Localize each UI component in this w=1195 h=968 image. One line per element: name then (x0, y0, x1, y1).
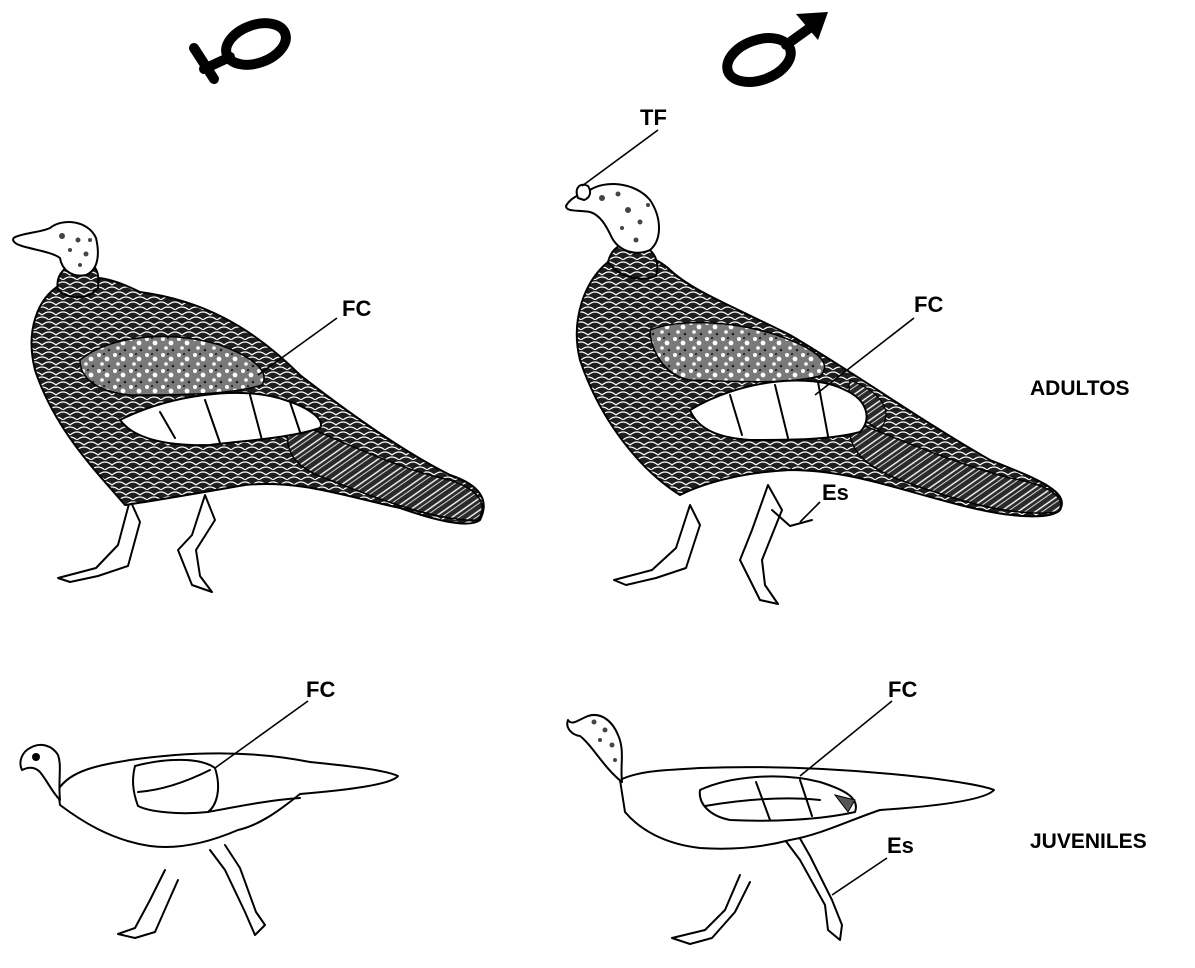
wing-coverts (650, 323, 825, 382)
leg (118, 870, 178, 938)
label-fc-juvenile-male: FC (888, 677, 917, 702)
juvenile-male-turkey (567, 715, 994, 944)
leg (672, 875, 750, 944)
label-tf-adult-male: TF (640, 105, 667, 130)
leg (178, 495, 215, 592)
row-label-juveniles: JUVENILES (1030, 830, 1147, 853)
leg (58, 500, 140, 582)
leader-line (258, 318, 337, 375)
frontal-caruncle (577, 185, 590, 200)
adult-male-turkey (566, 184, 1062, 604)
label-es-adult-male: Es (822, 480, 849, 505)
leg (785, 835, 842, 940)
juvenile-female-turkey (20, 745, 398, 938)
head (13, 222, 98, 276)
label-es-juvenile-male: Es (887, 833, 914, 858)
row-label-adults: ADULTOS (1030, 377, 1130, 400)
leader-line (832, 858, 887, 895)
leader-line (800, 502, 820, 522)
leader-line (582, 130, 658, 186)
label-fc-juvenile-female: FC (306, 677, 335, 702)
leader-line (800, 701, 892, 776)
body (58, 753, 398, 847)
leg (740, 485, 782, 604)
head (567, 715, 622, 782)
female-symbol (194, 16, 292, 79)
adult-female-turkey (13, 222, 484, 592)
head (20, 745, 60, 800)
label-fc-adult-male: FC (914, 292, 943, 317)
leg (210, 845, 265, 935)
male-symbol (721, 12, 828, 90)
wing (133, 760, 218, 813)
label-fc-adult-female: FC (342, 296, 371, 321)
leg (614, 505, 700, 585)
